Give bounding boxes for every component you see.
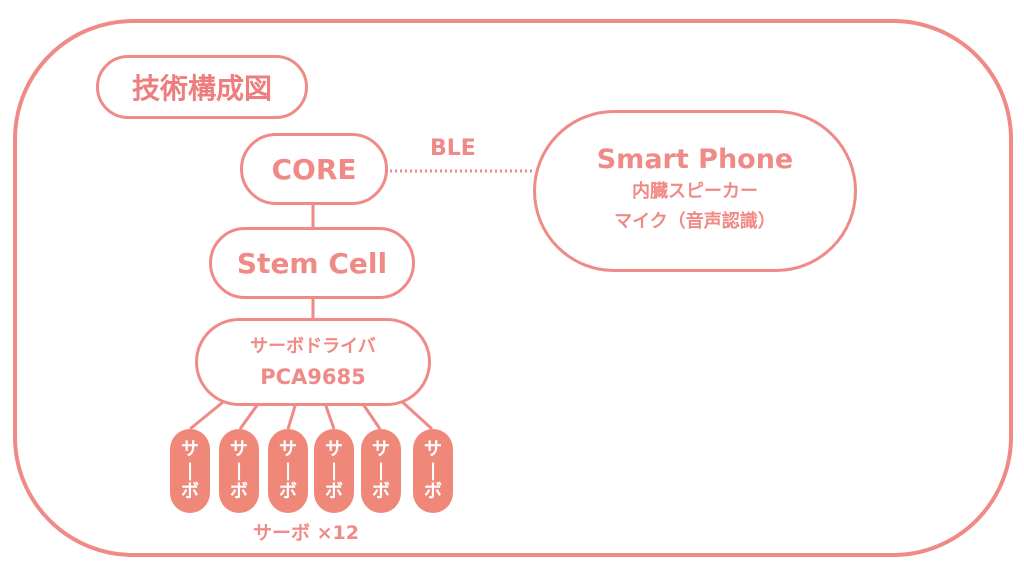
smartphone-mic-label: マイク（音声認識）: [614, 211, 776, 232]
driver-servo-connector: [324, 405, 336, 430]
servo-label-top: サ: [279, 439, 297, 460]
servo-label-bottom: ボ: [372, 481, 390, 502]
driver-servo-connector: [238, 403, 260, 430]
servo-node: サ | ボ: [314, 429, 354, 513]
servo-count-label: サーボ ×12: [253, 522, 359, 544]
servo-driver-label: サーボドライバ: [250, 336, 376, 357]
servo-node: サ | ボ: [268, 429, 308, 513]
diagram-title: 技術構成図: [96, 55, 308, 119]
smartphone-speaker-label: 内臓スピーカー: [632, 181, 758, 202]
servo-node: サ | ボ: [170, 429, 210, 513]
servo-driver-model: PCA9685: [260, 365, 366, 389]
servo-label-bottom: ボ: [279, 481, 297, 502]
servo-node: サ | ボ: [361, 429, 401, 513]
servo-label-bottom: ボ: [230, 481, 248, 502]
servo-label-top: サ: [372, 439, 390, 460]
servo-label-top: サ: [325, 439, 343, 460]
stem-cell-node: Stem Cell: [209, 227, 415, 299]
servo-label-bottom: ボ: [325, 481, 343, 502]
servo-label-bottom: ボ: [181, 481, 199, 502]
servo-node: サ | ボ: [413, 429, 453, 513]
driver-servo-connector: [361, 403, 382, 430]
servo-label-top: サ: [424, 439, 442, 460]
servo-driver-node: サーボドライバ PCA9685: [195, 318, 431, 406]
servo-node: サ | ボ: [219, 429, 259, 513]
driver-servo-connector: [286, 405, 297, 430]
driver-servo-connector: [189, 396, 229, 431]
servo-label-top: サ: [181, 439, 199, 460]
core-node: CORE: [240, 133, 388, 205]
smartphone-node: Smart Phone 内臓スピーカー マイク（音声認識）: [533, 110, 857, 272]
diagram-frame: [13, 19, 1013, 557]
ble-label: BLE: [430, 136, 476, 161]
smartphone-title: Smart Phone: [596, 144, 794, 175]
servo-label-top: サ: [230, 439, 248, 460]
servo-label-bottom: ボ: [424, 481, 442, 502]
driver-servo-connector: [396, 396, 434, 431]
